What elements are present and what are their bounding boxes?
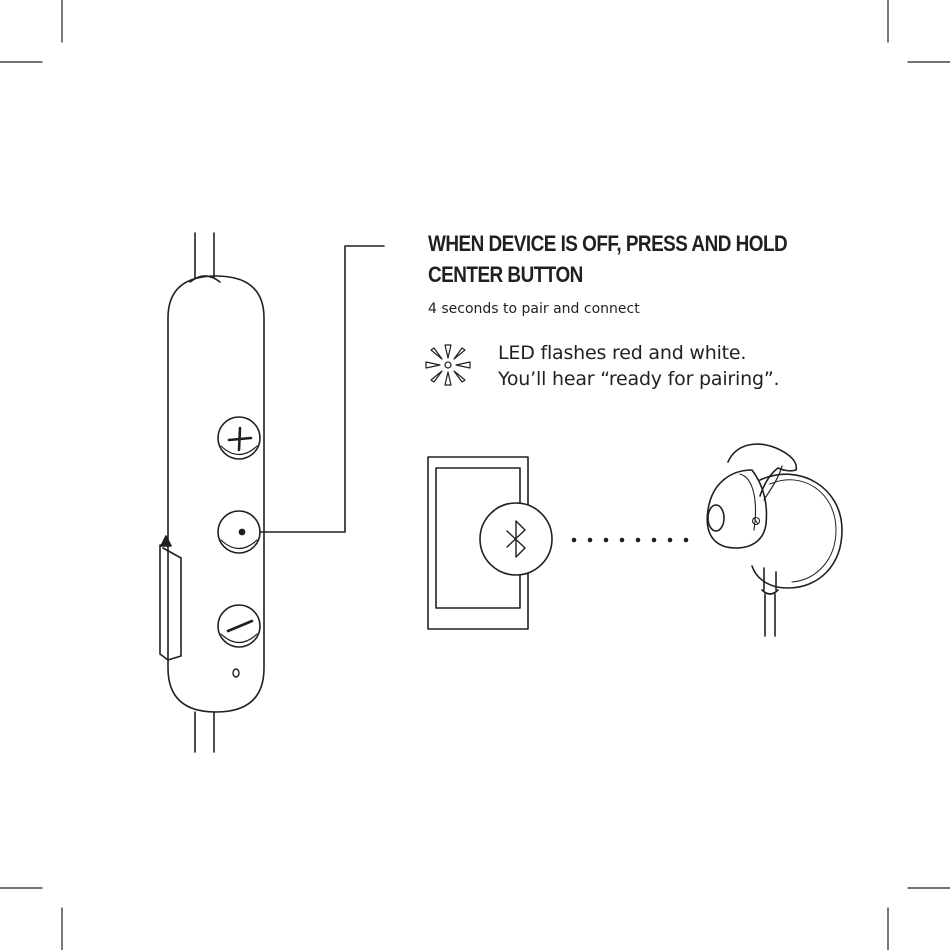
connection-dots bbox=[572, 538, 689, 543]
led-line-1: LED flashes red and white. bbox=[498, 340, 779, 366]
earbud bbox=[707, 444, 842, 636]
bluetooth-badge bbox=[480, 503, 552, 575]
center-button[interactable] bbox=[218, 511, 260, 553]
callout-line bbox=[260, 246, 384, 532]
minus-button[interactable] bbox=[218, 605, 260, 647]
inline-remote bbox=[160, 276, 264, 712]
instruction-title: WHEN DEVICE IS OFF, PRESS AND HOLD CENTE… bbox=[428, 228, 789, 290]
instruction-subtitle: 4 seconds to pair and connect bbox=[428, 301, 640, 317]
side-switch bbox=[160, 545, 168, 660]
led-description: LED flashes red and white. You’ll hear “… bbox=[498, 340, 779, 392]
led-line-2: You’ll hear “ready for pairing”. bbox=[498, 366, 779, 392]
plus-button[interactable] bbox=[218, 417, 260, 459]
switch-arrow bbox=[161, 536, 171, 546]
led-flash-icon bbox=[426, 345, 470, 385]
cable bbox=[190, 233, 220, 752]
plus-icon bbox=[229, 428, 251, 450]
dot-icon bbox=[239, 529, 244, 534]
minus-icon bbox=[228, 621, 252, 631]
microphone-hole bbox=[233, 669, 239, 677]
